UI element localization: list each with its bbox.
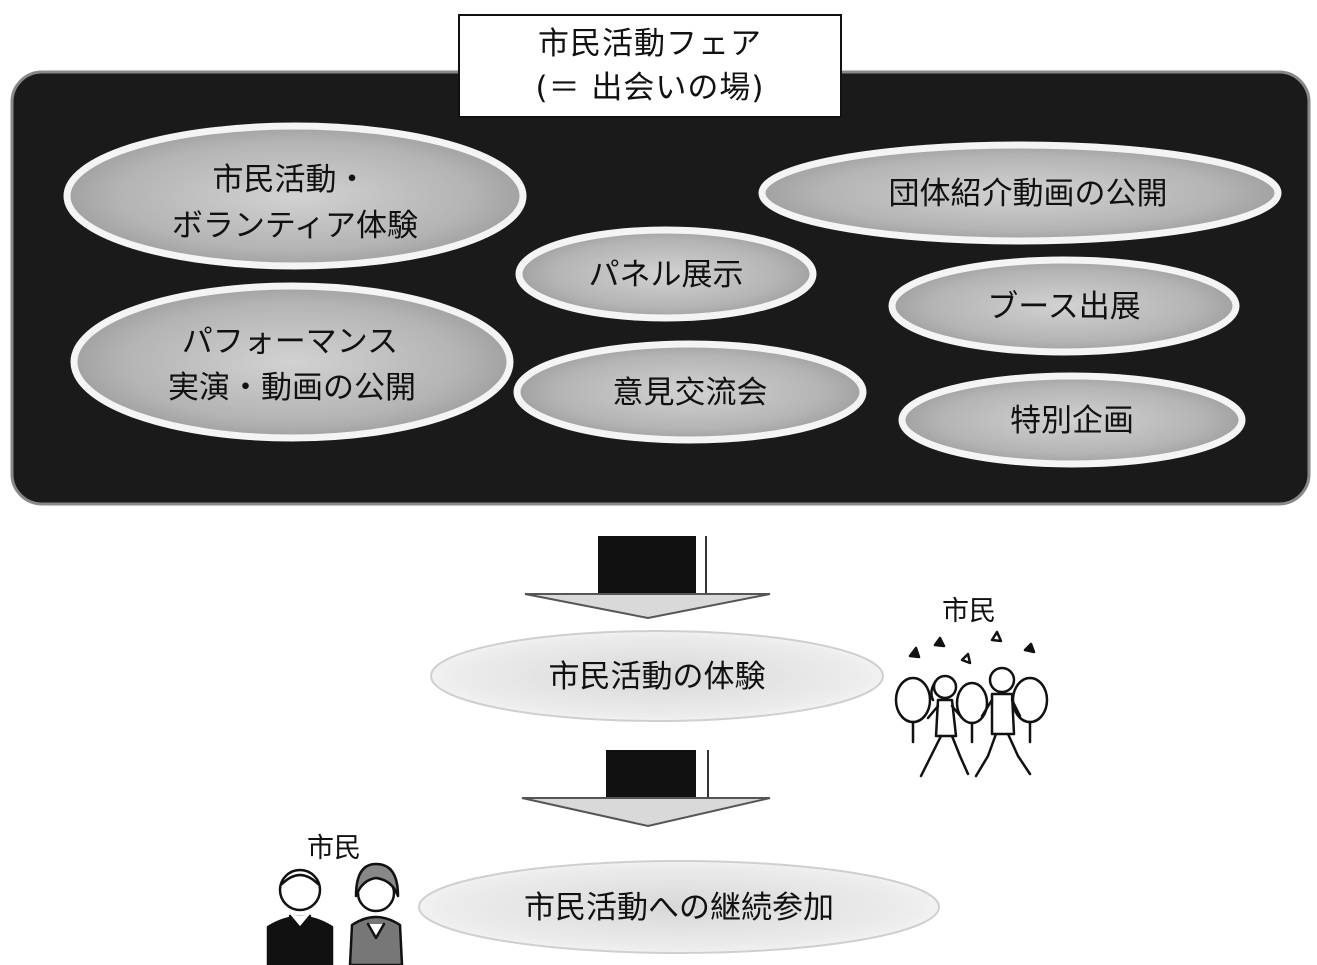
down-arrow-1 [524, 536, 771, 620]
fair-subtitle: (＝ 出会いの場) [535, 70, 765, 106]
step-experience: 市民活動の体験 [430, 630, 884, 722]
activity-special: 特別企画 [898, 372, 1246, 468]
step-continued: 市民活動への継続参加 [418, 860, 940, 954]
activity-performance-line2: 実演・動画の公開 [168, 370, 416, 406]
citizen-label-left: 市民 [307, 833, 361, 864]
step-continued-label: 市民活動への継続参加 [524, 890, 834, 926]
activity-group-video-label: 団体紹介動画の公開 [889, 176, 1168, 212]
down-arrow-2 [521, 750, 771, 828]
activity-opinion-label: 意見交流会 [613, 375, 768, 411]
activity-panel: パネル展示 [515, 226, 817, 322]
activity-experience-line2: ボランティア体験 [172, 208, 418, 244]
activity-experience: 市民活動・ ボランティア体験 [63, 122, 527, 270]
couple-illustration [266, 862, 404, 965]
activity-opinion: 意見交流会 [513, 340, 867, 444]
activity-special-label: 特別企画 [1010, 403, 1134, 439]
activity-booth: ブース出展 [888, 256, 1240, 356]
activity-booth-label: ブース出展 [987, 289, 1140, 325]
step-experience-label: 市民活動の体験 [549, 659, 766, 695]
fair-title-box: 市民活動フェア (＝ 出会いの場) [458, 14, 842, 118]
activity-panel-label: パネル展示 [589, 257, 744, 293]
walking-people-illustration [894, 630, 1049, 778]
activity-experience-line1: 市民活動・ [213, 162, 368, 198]
fair-title: 市民活動フェア [538, 26, 762, 62]
citizen-label-right: 市民 [942, 596, 996, 627]
activity-group-video: 団体紹介動画の公開 [758, 141, 1282, 245]
activity-performance-line1: パフォーマンス [182, 324, 398, 360]
activity-performance: パフォーマンス 実演・動画の公開 [70, 282, 514, 442]
